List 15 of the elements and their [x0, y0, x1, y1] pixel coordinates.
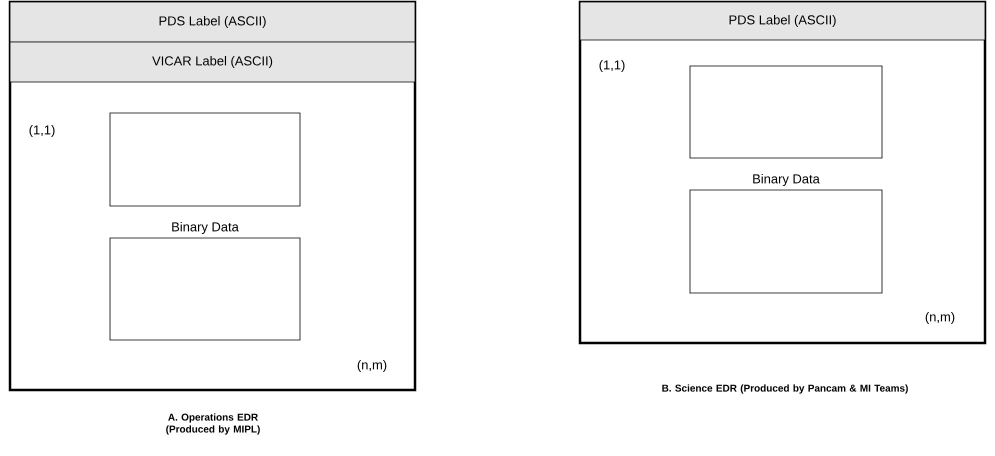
pixel-coordinate: (n,m) [358, 360, 386, 372]
pixel-coordinate: (1,1) [599, 60, 625, 72]
label-band: VICAR Label (ASCII) [10, 42, 416, 82]
pixel-coordinate: (n,m) [926, 312, 954, 324]
label-band: PDS Label (ASCII) [10, 2, 416, 42]
image-box [110, 112, 300, 206]
panel-caption: A. Operations EDR (Produced by MIPL) [166, 413, 260, 435]
image-box [690, 190, 882, 294]
pixel-coordinate: (1,1) [30, 124, 55, 138]
image-box [110, 238, 300, 340]
label-band: PDS Label (ASCII) [580, 2, 986, 40]
data-label: Binary Data [172, 222, 239, 234]
data-label: Binary Data [753, 174, 820, 186]
panel-caption: B. Science EDR (Produced by Pancam & MI Teams) [662, 384, 908, 394]
image-box [690, 66, 882, 158]
